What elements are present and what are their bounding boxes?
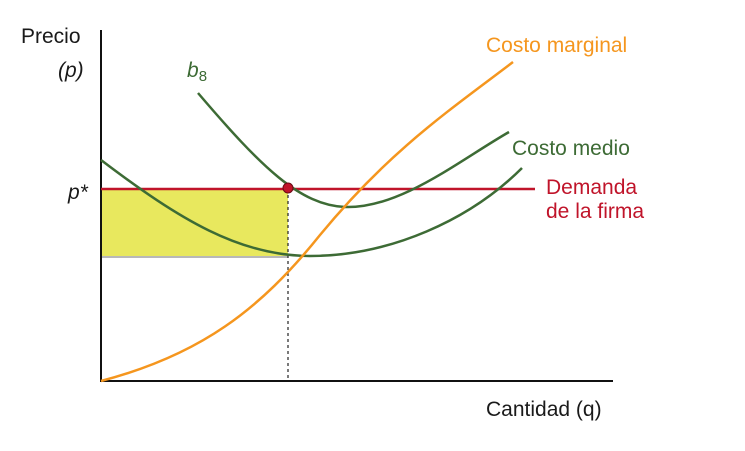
y-axis-label-line1: Precio xyxy=(21,25,81,48)
marginal-cost-label: Costo marginal xyxy=(486,34,627,57)
demand-label-line2: de la firma xyxy=(546,200,644,223)
b8-label-main: b xyxy=(187,59,199,82)
average-cost-curve xyxy=(100,159,523,258)
equilibrium-point xyxy=(282,182,294,194)
b8-label: b8 xyxy=(187,59,207,85)
average-cost-label: Costo medio xyxy=(512,137,630,160)
y-axis-label-line2: (p) xyxy=(58,59,84,82)
x-axis-label: Cantidad (q) xyxy=(486,398,602,421)
marginal-cost-curve xyxy=(100,61,514,383)
b8-label-sub: 8 xyxy=(199,68,207,85)
demand-label-line1: Demanda xyxy=(546,176,637,199)
price-tick-label: p* xyxy=(67,181,89,204)
